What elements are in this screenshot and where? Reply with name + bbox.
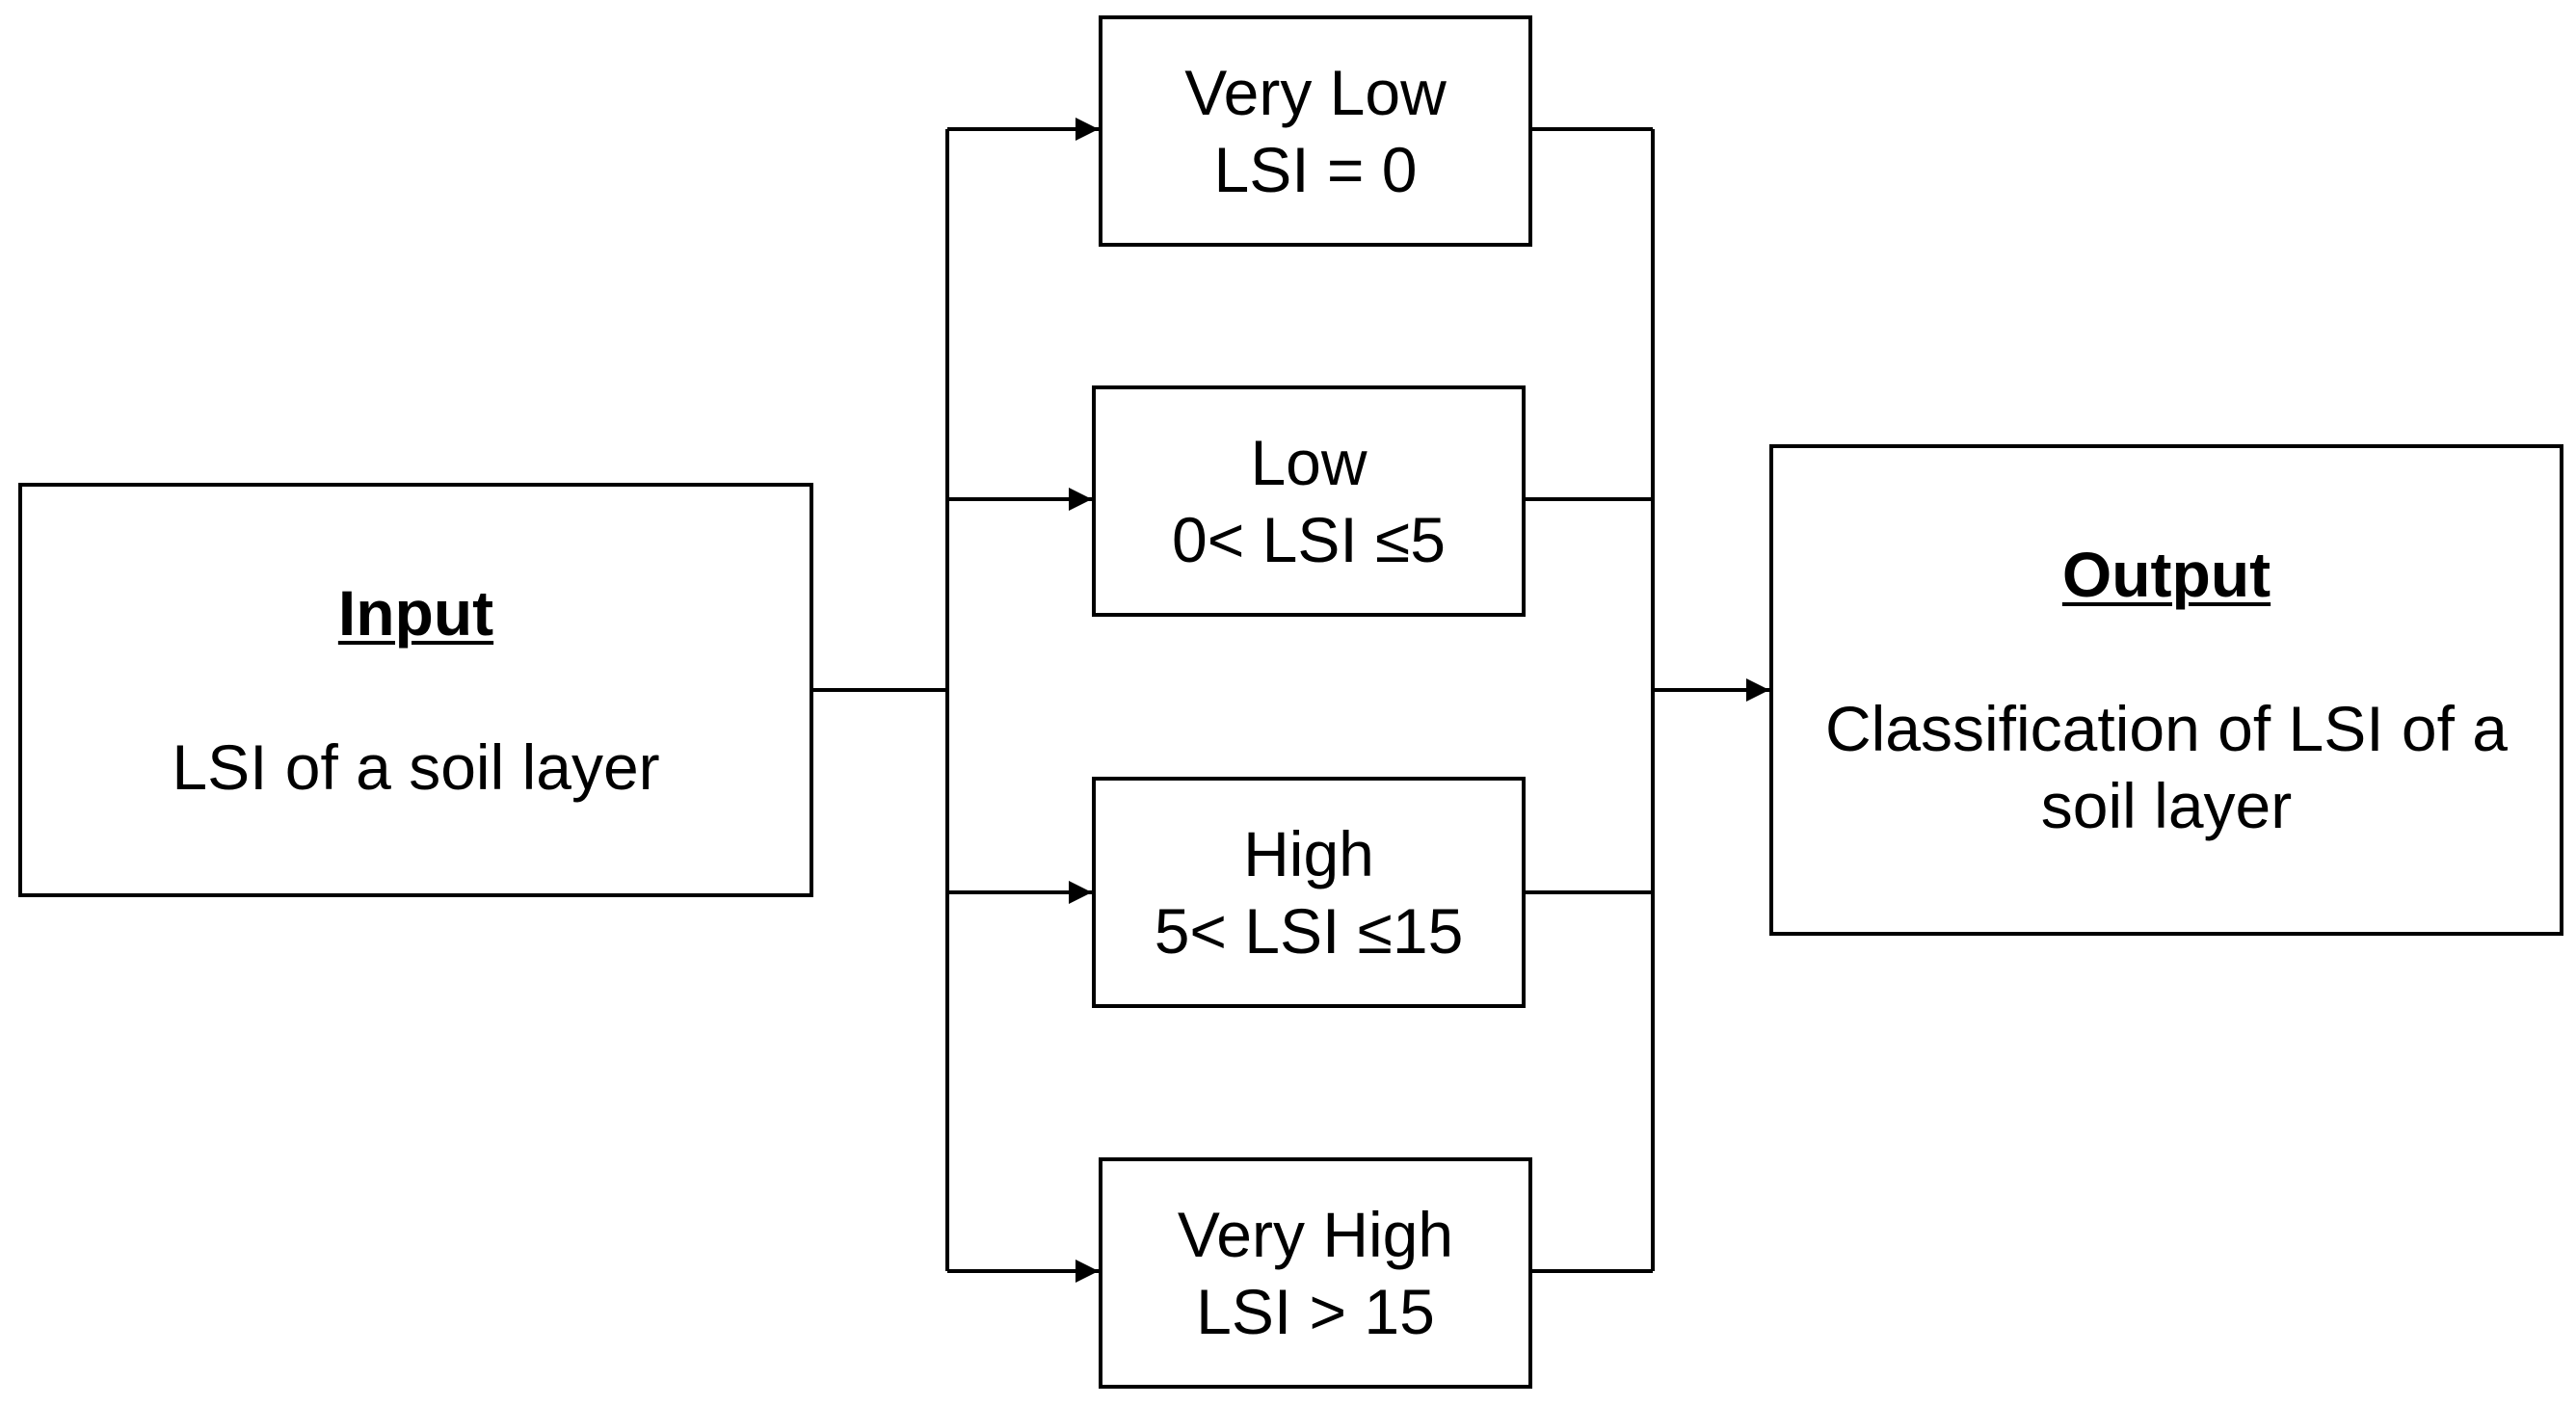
class-rule: LSI = 0 — [1213, 134, 1418, 205]
class-box-very-low: Very Low LSI = 0 — [1099, 15, 1532, 247]
output-text-line1: Classification of LSI of a — [1824, 693, 2509, 764]
input-box: Input LSI of a soil layer — [18, 483, 813, 897]
class-rule: LSI > 15 — [1196, 1276, 1435, 1347]
class-box-very-high: Very High LSI > 15 — [1099, 1157, 1532, 1389]
class-box-low: Low 0< LSI ≤5 — [1092, 385, 1526, 617]
output-box: Output Classification of LSI of a soil l… — [1769, 444, 2563, 936]
class-box-high: High 5< LSI ≤15 — [1092, 777, 1526, 1008]
class-name: Very Low — [1184, 57, 1447, 128]
output-text-line2: soil layer — [2040, 770, 2293, 841]
input-heading: Input — [337, 577, 494, 649]
class-name: High — [1243, 818, 1374, 889]
class-rule: 5< LSI ≤15 — [1154, 895, 1464, 967]
output-heading: Output — [2061, 539, 2271, 610]
input-text: LSI of a soil layer — [172, 731, 660, 803]
class-rule: 0< LSI ≤5 — [1172, 504, 1446, 575]
class-name: Low — [1250, 427, 1368, 498]
class-name: Very High — [1177, 1199, 1454, 1270]
